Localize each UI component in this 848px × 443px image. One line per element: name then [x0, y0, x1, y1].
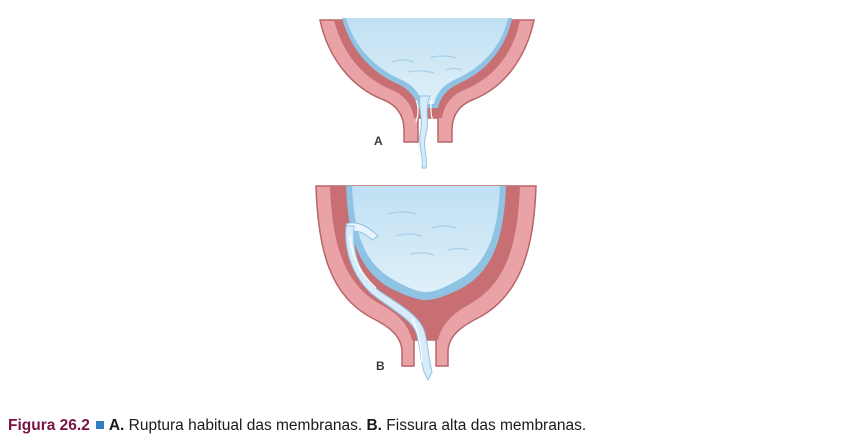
panel-b-fluid-track — [345, 225, 433, 382]
caption-part-a-text: Ruptura habitual das membranas. — [128, 417, 363, 434]
caption-part-a-label: A. — [108, 417, 125, 434]
caption-part-b-label: B. — [366, 417, 382, 434]
panel-b-label: B — [376, 359, 385, 373]
membrane-rupture-figure: A B — [315, 18, 537, 382]
panel-a-label: A — [374, 134, 383, 148]
panel-a-fluid-stream — [419, 95, 431, 169]
panel-b-amniotic-fluid — [352, 186, 500, 292]
figure-number: Figura 26.2 — [8, 417, 90, 434]
figure-caption: Figura 26.2 A. Ruptura habitual das membr… — [8, 417, 586, 435]
panel-a-amniotic-fluid — [346, 18, 508, 104]
panel-b-illustration — [315, 185, 537, 382]
bullet-square-icon — [95, 421, 104, 430]
caption-part-b-text: Fissura alta das membranas. — [386, 417, 587, 434]
panel-a-illustration — [319, 18, 535, 169]
